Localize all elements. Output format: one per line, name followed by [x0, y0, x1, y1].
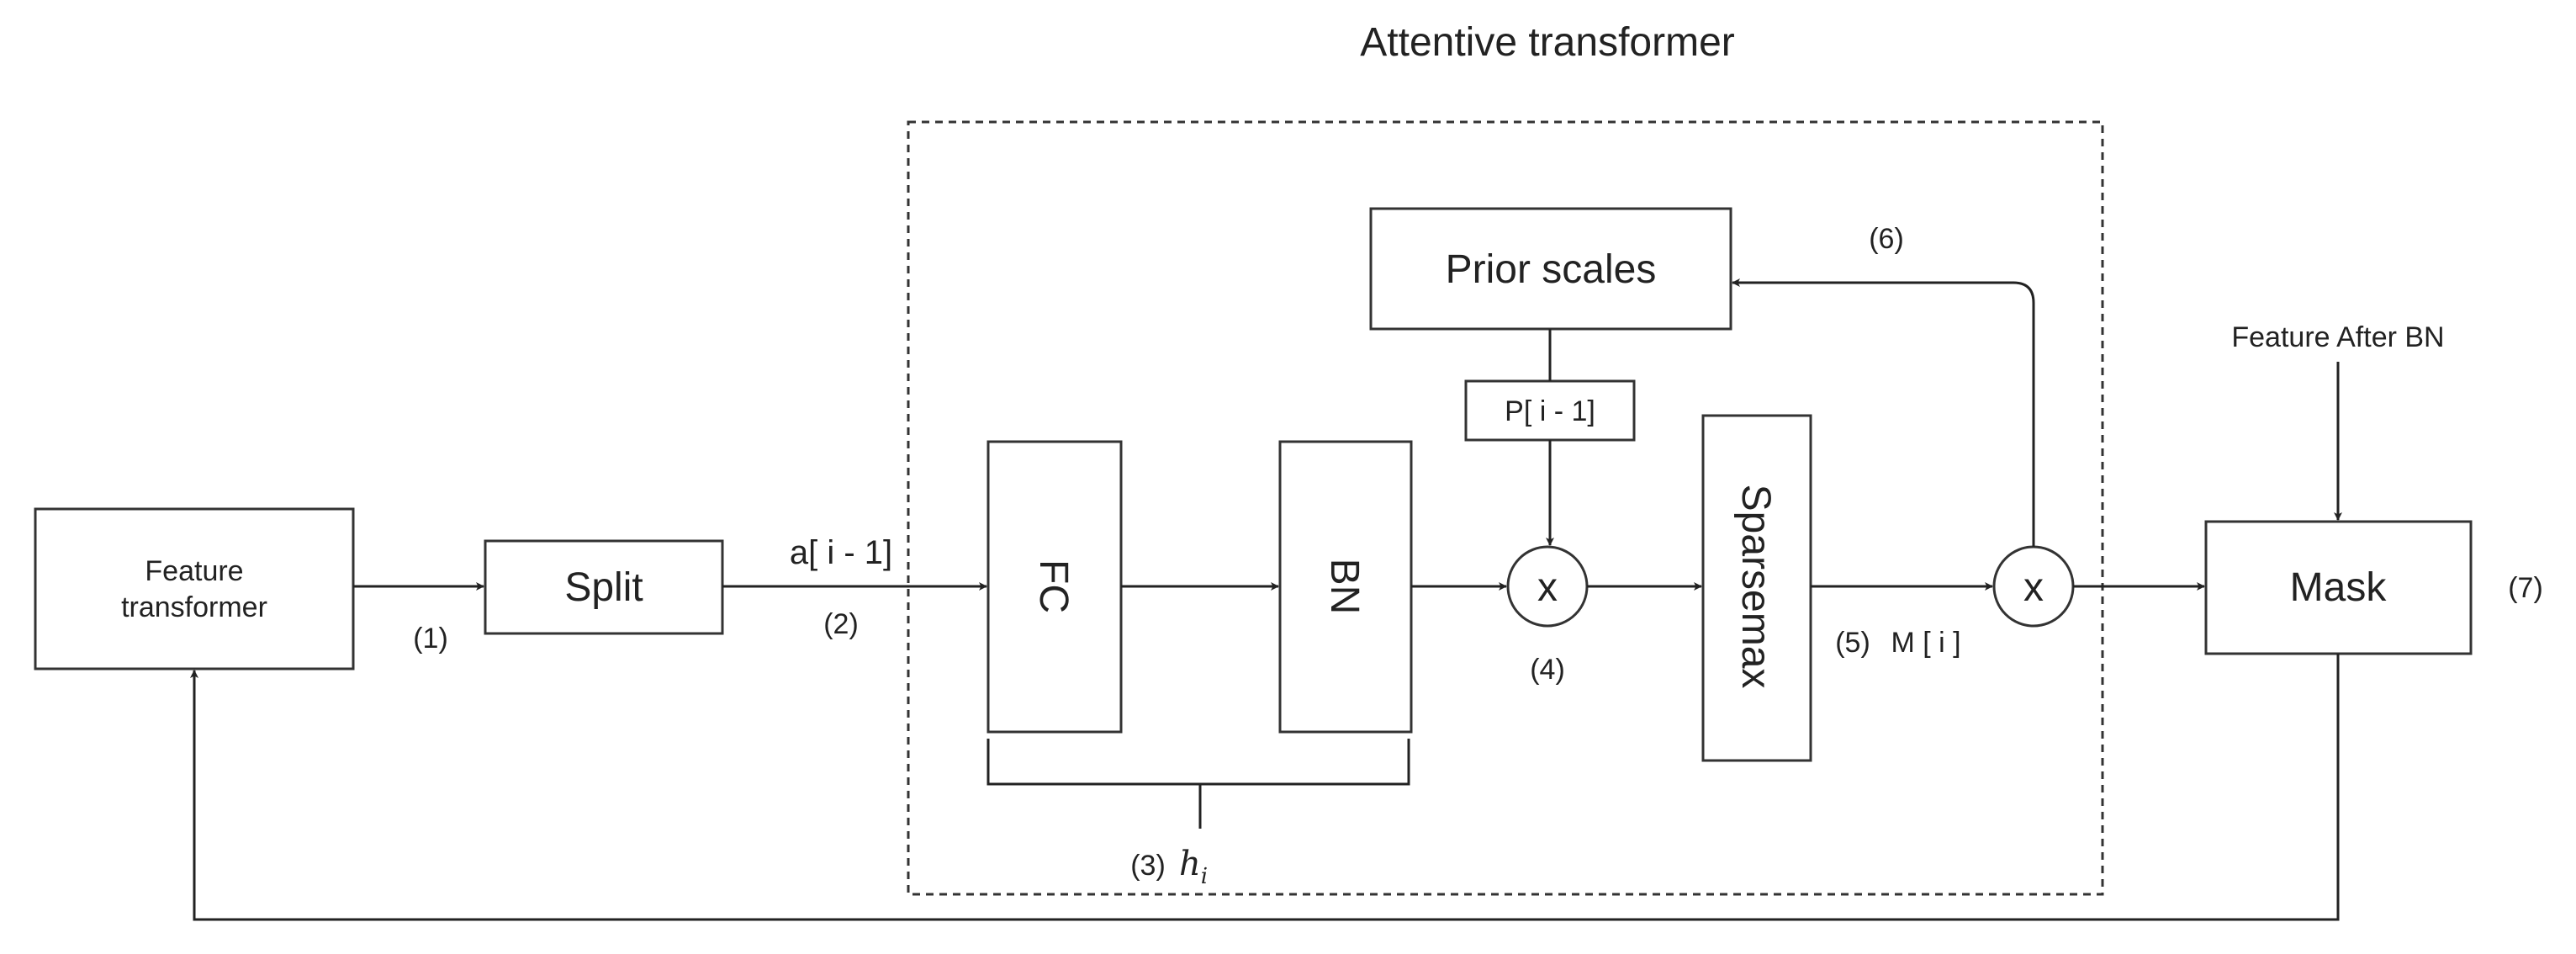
arrow-mask-to-feature-transformer: [190, 654, 2340, 921]
split-label: Split: [564, 565, 643, 610]
prior-p-label-box: P[ i - 1]: [1464, 379, 1636, 442]
multiply-node-1: x: [1506, 545, 1589, 628]
feature-after-bn-label: Feature After BN: [2231, 321, 2444, 353]
bn-block: BN: [1278, 440, 1413, 734]
h-subscript: i: [1201, 864, 1208, 889]
h-bracket: [986, 739, 1410, 829]
diagram-title: Attentive transformer: [1360, 20, 1735, 65]
mask-m-label: M [ i ]: [1891, 627, 1960, 659]
step-1-label: (1): [413, 623, 448, 655]
step-2-label: (2): [823, 608, 859, 640]
multiply-node-2: x: [1992, 545, 2075, 628]
input-a-label: a[ i - 1]: [790, 534, 892, 571]
step-5-label: (5): [1835, 627, 1870, 659]
fc-block: FC: [986, 440, 1123, 734]
multiply-symbol-1: x: [1537, 565, 1558, 610]
sparsemax-label: Sparsemax: [1733, 485, 1778, 689]
feature-transformer-label-line2: transformer: [121, 591, 267, 623]
feature-transformer-label-line1: Feature: [145, 555, 243, 587]
arrow-feedback-to-prior: [1732, 278, 2035, 547]
connectors: [190, 278, 2342, 921]
prior-scales-block: Prior scales: [1369, 207, 1732, 331]
step-7-label: (7): [2508, 572, 2543, 604]
multiply-symbol-2: x: [2023, 565, 2044, 610]
step-3-label: (3): [1130, 850, 1166, 882]
mask-label: Mask: [2290, 565, 2388, 610]
step-4-label: (4): [1530, 654, 1565, 686]
sparsemax-block: Sparsemax: [1701, 414, 1812, 762]
feature-transformer-block: Feature transformer: [34, 507, 355, 670]
prior-scales-label: Prior scales: [1446, 247, 1657, 292]
prior-p-label: P[ i - 1]: [1505, 395, 1595, 427]
h-variable: hi: [1179, 845, 1208, 889]
mask-block: Mask: [2204, 520, 2473, 655]
h-var: h: [1179, 845, 1201, 883]
step-6-label: (6): [1869, 223, 1904, 255]
attentive-transformer-container: [907, 120, 2104, 896]
fc-label: FC: [1031, 559, 1076, 613]
split-block: Split: [484, 539, 724, 635]
bn-label: BN: [1322, 559, 1367, 615]
